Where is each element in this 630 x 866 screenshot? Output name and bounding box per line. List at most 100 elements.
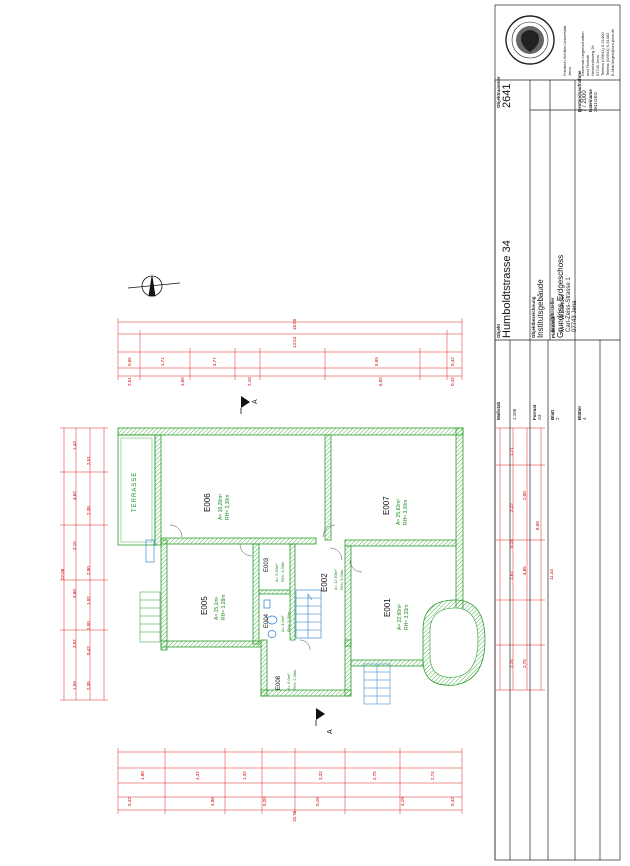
room-e003-height: RH= 3,30m [280,561,285,582]
dimension-ticks [60,318,545,814]
dim-right-r2-0: 2,00 [522,491,527,500]
format-value: A3 [537,414,542,420]
dim-left-r2-1: 2,38 [86,506,91,515]
uni-line2: Jena [567,67,572,76]
room-e002-name: E002 [320,573,329,592]
section-marker-top [240,396,250,414]
dim-bottom-r1-4: 2,75 [372,771,377,780]
walls [117,427,464,697]
dim-bottom-r2-3: 0,15 [315,797,320,806]
title-block-blaetter: Blätter 4 [577,406,587,420]
radiator-terrace [145,539,155,563]
dim-bottom-r2-0: 0,42 [127,797,132,806]
room-e008-height: RH= 2,38m [292,669,297,690]
dim-right-r2-1: 4,85 [522,566,527,575]
section-marker-top-label: A [252,399,259,404]
room-e001-area: A= 22,60m² [397,604,403,630]
objekt-value: Humboldtstrasse 34 [501,240,513,338]
university-seal [505,15,555,65]
dim-top-r1-3: 5,99 [374,357,379,366]
room-e005-area: A= 15,1m² [214,596,220,620]
dateiname-value: 2641GEG [593,91,598,112]
dim-left-r1-4: 3,97 [72,639,77,648]
dim-left-r1-3: 3,89 [72,589,77,598]
dim-left-r2-2: 2,00 [86,566,91,575]
title-block-frame [494,4,621,861]
massstab-value: 1:100 [512,408,517,420]
terrace-label: TERRASSE [132,471,138,512]
dim-bottom-r1-5: 2,74 [430,771,435,780]
dim-left-r1-5: 1,59 [72,681,77,690]
title-block-objekt: Objekt Humboldtstrasse 34 [496,240,513,338]
dim-top-total: 16,50 [292,318,297,330]
dim-bottom-r2-2: 0,20 [262,797,267,806]
dim-right-sub: 8,69 [535,521,540,530]
email: E-Mail liegen@uni-jena.de [610,29,615,76]
title-block-bezeichnung: Objektbezeichnung Institutsgebäude [531,279,545,338]
dim-left-r2-3: 1,92 [86,596,91,605]
dim-right-r1-3: 1,67 [509,571,514,580]
dim-top-r2-0: 2,51 [127,377,132,386]
title-block-massstab: Maßstab [496,402,501,420]
dim-right-r1-0: 1,71 [509,447,514,456]
dim-left-r2-4: 1,50 [86,621,91,630]
dim-right-r1-1: 2,22 [509,503,514,512]
title-block-format: Format A3 [532,405,542,420]
dim-bottom-r1-1: 4,37 [195,771,200,780]
dim-left-total: 12,08 [60,568,65,580]
rear-stairs [363,663,391,705]
dim-top-r1-1: 1,71 [160,357,165,366]
blatt-value: 2 [555,417,560,420]
title-block-dezernat: Dezernat Liegenschaften und Technik Helm… [580,29,615,76]
dim-top-r1-2: 4,77 [212,357,217,366]
dim-left-r1-2: 3,15 [72,541,77,550]
title-block-massstab-value: 1:100 [512,409,517,420]
room-e004-height: RH= 3,30m [286,611,291,632]
objektnummer-value: 2641 [501,83,513,108]
dim-bottom-r1-3: 3,32 [318,771,323,780]
dim-bottom-total: 15,75 [292,810,297,822]
room-e005-name: E005 [200,596,209,615]
dim-left-r2-0: 2,51 [86,456,91,465]
dim-top-r1-4: 0,42 [450,357,455,366]
dimension-lines [63,321,542,811]
dim-bottom-r2-5: 0,42 [450,797,455,806]
room-e006-height: RH= 3,30m [225,494,231,520]
title-block-bestand: Bestandsaufnahme 7 / 2000 Dateiname 2641… [577,70,598,112]
entrance-stairs [139,591,161,643]
dim-bottom-r2-1: 4,86 [210,797,215,806]
terrace-area [117,434,156,546]
room-e003-name: E003 [264,557,270,572]
room-e004-name: E004 [264,613,270,628]
section-marker-bottom-label: A [327,729,334,734]
title-block-blatt: Blatt 2 [550,410,560,420]
room-e006-area: A= 18,28m² [218,494,224,520]
massstab-label: Maßstab [496,401,501,420]
room-e006-name: E006 [203,493,212,512]
dim-left-r1-0: 1,43 [72,441,77,450]
dim-top-sub: 13,54 [292,336,297,348]
erstellt-label: Erstellt/Ersteller [550,297,555,332]
sanitary-fixtures [263,599,278,638]
dim-top-r2-3: 6,92 [378,377,383,386]
dim-right-r2-2: 2,75 [522,659,527,668]
dim-top-r2-4: 0,42 [450,377,455,386]
room-e007-height: RH= 3,30m [403,499,409,525]
room-e007-name: E007 [382,496,391,515]
room-e002-height: RH= 3,30m [339,569,344,590]
dim-right-r1-4: 2,75 [509,659,514,668]
title-block-erstellt-values: M + W.Zander Carl-Zeiss-Strasse 1 07743 … [560,277,578,332]
dim-top-r1-0: 0,65 [127,357,132,366]
room-e007-area: A= 25,82m² [396,499,402,525]
interior-stairs [295,589,322,639]
objektbezeichnung-value: Institutsgebäude [536,279,545,338]
dim-bottom-r2-4: 4,19 [400,797,405,806]
dim-left-r2-6: 2,35 [86,681,91,690]
dim-right-r1-2: 0,15 [509,539,514,548]
blaetter-value: 4 [582,417,587,420]
room-e008-name: E008 [276,675,282,690]
room-e001-height: RH= 3,33m [404,604,410,630]
dim-top-r2-1: 3,60 [180,377,185,386]
dim-right-total: 11,44 [549,569,554,580]
